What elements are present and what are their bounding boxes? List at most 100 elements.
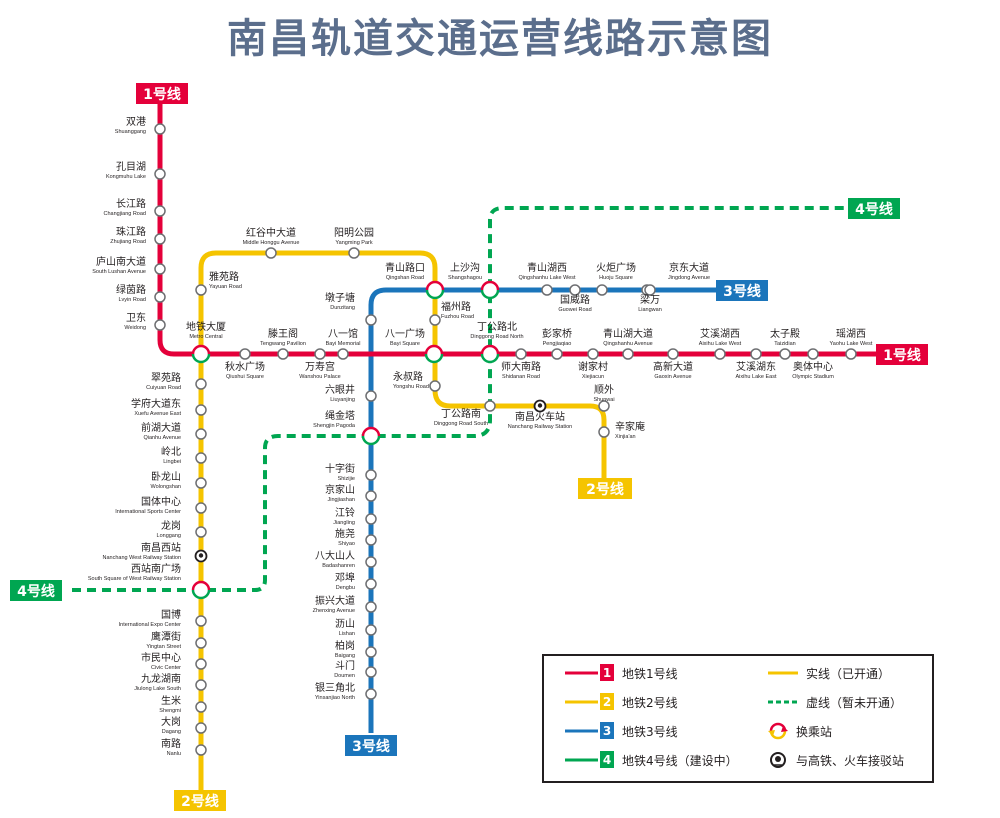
station-dot — [265, 247, 277, 259]
station-name-en: Lishan — [339, 631, 355, 637]
station-name-en: Dagang — [162, 729, 181, 735]
station-dot — [429, 314, 441, 326]
station-dot — [365, 578, 377, 590]
station-name-en: Qianhu Avenue — [143, 435, 181, 441]
line-label-l2-bottom: 2号线 — [174, 790, 226, 811]
station-dot — [515, 348, 527, 360]
svg-text:1号线: 1号线 — [143, 86, 181, 103]
station-name-zh: 京家山 — [325, 483, 355, 496]
station-name-zh: 青山湖大道 — [603, 327, 653, 340]
railway-station-icon — [533, 399, 547, 413]
svg-text:地铁2号线: 地铁2号线 — [622, 696, 678, 710]
station-name-zh: 南路 — [161, 737, 181, 750]
station-dot — [598, 400, 610, 412]
station-name-zh: 江铃 — [335, 506, 355, 519]
station-dot — [807, 348, 819, 360]
station-name-zh: 翠苑路 — [151, 371, 181, 384]
station-name-en: Zhenxing Avenue — [313, 608, 355, 614]
line-label-l2-right: 2号线 — [578, 478, 632, 499]
station-dot — [365, 513, 377, 525]
station-dot — [195, 477, 207, 489]
station-name-en: Nanlu — [167, 751, 181, 757]
station-dot — [667, 348, 679, 360]
station-dot — [154, 263, 166, 275]
station-dot — [484, 400, 496, 412]
svg-text:4: 4 — [603, 753, 611, 767]
station-name-en: Huoju Square — [599, 275, 633, 281]
svg-text:2号线: 2号线 — [586, 481, 624, 498]
station-name-en: Liangwan — [638, 307, 662, 313]
station-name-en: International Sports Center — [115, 509, 181, 515]
station-name-zh: 永叔路 — [393, 370, 423, 383]
station-name-zh: 八一广场 — [385, 327, 425, 340]
station-name-zh: 长江路 — [116, 197, 146, 210]
station-name-zh: 卧龙山 — [151, 470, 181, 483]
station-name-en: Tengwang Pavilion — [260, 341, 306, 347]
station-dot — [314, 348, 326, 360]
station-dot — [365, 688, 377, 700]
station-name-zh: 前湖大道 — [141, 421, 181, 434]
station-dot — [779, 348, 791, 360]
station-name-en: Yinsanjiao North — [315, 695, 355, 701]
transfer-icon — [425, 280, 445, 300]
station-name-zh: 西站南广场 — [131, 562, 181, 575]
station-name-en: Guowei Road — [558, 307, 591, 313]
station-dot — [365, 390, 377, 402]
station-dot — [365, 666, 377, 678]
station-dot — [195, 452, 207, 464]
station-name-zh: 柏岗 — [335, 639, 355, 652]
station-name-zh: 振兴大道 — [315, 594, 355, 607]
transfer-icon — [480, 344, 500, 364]
svg-text:4号线: 4号线 — [855, 201, 893, 218]
svg-text:地铁3号线: 地铁3号线 — [622, 725, 678, 739]
station-name-en: Jingjiashan — [327, 497, 355, 503]
station-dot — [569, 284, 581, 296]
station-dot — [750, 348, 762, 360]
transfer-icon — [424, 344, 444, 364]
station-name-en: Olympic Stadium — [792, 374, 834, 380]
station-name-zh: 丁公路南 — [441, 407, 481, 420]
station-name-en: Jiangling — [333, 520, 355, 526]
station-dot — [429, 380, 441, 392]
station-name-en: Qingshan Road — [386, 275, 424, 281]
transfer-icon — [361, 426, 381, 446]
station-name-en: Aixihu Lake West — [699, 341, 742, 347]
station-name-en: International Expo Center — [119, 622, 182, 628]
station-name-en: Yaohu Lake West — [830, 341, 873, 347]
station-dot — [644, 284, 656, 296]
station-name-en: Qiushui Square — [226, 374, 264, 380]
station-dot — [154, 291, 166, 303]
station-dot — [195, 744, 207, 756]
station-dot — [154, 319, 166, 331]
station-name-zh: 八大山人 — [315, 549, 355, 562]
station-name-zh: 斗门 — [335, 659, 355, 672]
station-name-zh: 谢家村 — [578, 360, 608, 373]
station-name-zh: 生米 — [161, 694, 181, 707]
station-dot — [239, 348, 251, 360]
svg-text:3号线: 3号线 — [352, 738, 390, 755]
station-dot — [541, 284, 553, 296]
transfer-icon — [191, 580, 211, 600]
station-name-zh: 红谷中大道 — [246, 226, 296, 239]
